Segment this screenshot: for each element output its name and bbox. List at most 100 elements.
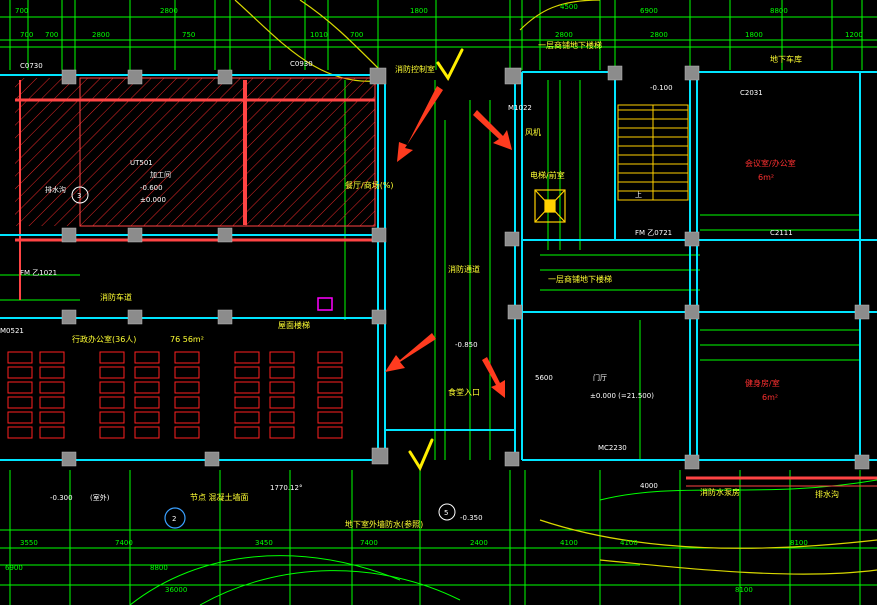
seat-desk — [7, 411, 33, 424]
seat-desk — [134, 411, 160, 424]
seat-desk — [269, 411, 295, 424]
seat-desk — [39, 381, 65, 394]
column-icon — [217, 309, 233, 325]
shop-sub: 加工间 — [150, 170, 171, 179]
room-label: 消防车道 — [100, 292, 132, 302]
column-icon — [684, 454, 700, 470]
axis-bubble — [71, 186, 89, 204]
shop-code: UT501 — [130, 159, 153, 167]
window-label: C0930 — [290, 60, 313, 68]
axis-number: 2 — [172, 515, 176, 523]
column-icon — [371, 447, 389, 465]
room-label: 一层商铺地下楼梯 — [538, 40, 602, 50]
room-label: 电梯/前室 — [530, 170, 565, 180]
seat-desk — [317, 351, 343, 364]
column-icon — [854, 454, 870, 470]
column-icon — [61, 69, 77, 85]
seat-desk — [234, 396, 260, 409]
arrow-red-icon — [385, 86, 512, 398]
seat-desk — [174, 396, 200, 409]
column-icon — [127, 69, 143, 85]
top-dim-2: 2800 — [160, 7, 178, 15]
column-icon — [507, 304, 523, 320]
seat-desk — [134, 426, 160, 439]
columns — [61, 65, 870, 470]
top-dim-7: 700 — [20, 31, 33, 39]
pump-label: 排水沟 — [45, 185, 66, 194]
column-icon — [217, 227, 233, 243]
seat-desk — [99, 396, 125, 409]
bottom-dim: 8100 — [790, 539, 808, 547]
room-label: 食堂入口 — [448, 387, 480, 397]
stair-note: 上 — [635, 190, 642, 199]
column-icon — [61, 309, 77, 325]
elevation-label: -0.350 — [460, 514, 483, 522]
seat-desk — [269, 396, 295, 409]
seat-desk — [39, 366, 65, 379]
top-dim-9: 2800 — [92, 31, 110, 39]
seat-desk — [134, 381, 160, 394]
elevation-label: ±0.000 — [140, 196, 166, 204]
room-area: 6m² — [758, 173, 774, 182]
top-dim-3: 1800 — [410, 7, 428, 15]
seat-desk — [174, 411, 200, 424]
seat-desk — [99, 366, 125, 379]
seat-desk — [7, 381, 33, 394]
column-icon — [854, 304, 870, 320]
top-dim-4: 4500 — [560, 3, 578, 11]
seat-desk — [134, 366, 160, 379]
door-label: M0521 — [0, 327, 24, 335]
seat-desk — [174, 381, 200, 394]
elevation-label: -0.300 — [50, 494, 73, 502]
room-label: 76 56m² — [170, 335, 204, 344]
seat-desk — [39, 426, 65, 439]
seat-desk — [269, 381, 295, 394]
column-icon — [217, 69, 233, 85]
top-dim-16: 1200 — [845, 31, 863, 39]
top-dim-14: 2800 — [650, 31, 668, 39]
room-label: 屋面楼梯 — [278, 320, 310, 330]
top-dim-13: 2800 — [555, 31, 573, 39]
column-icon — [61, 227, 77, 243]
column-icon — [504, 231, 520, 247]
seat-desk — [269, 426, 295, 439]
seat-desk — [7, 366, 33, 379]
elevation-label: -0.100 — [650, 84, 673, 92]
elevator-icon — [534, 189, 566, 223]
room-label: 消防控制室 — [395, 64, 435, 74]
seat-desk — [317, 381, 343, 394]
column-icon — [204, 451, 220, 467]
seat-desk — [269, 366, 295, 379]
column-icon — [504, 451, 520, 467]
elevation-label: -0.600 — [140, 184, 163, 192]
column-icon — [684, 304, 700, 320]
bottom-dim: 36000 — [165, 586, 187, 594]
lobby-label: 门厅 — [593, 373, 607, 382]
window-label: C2031 — [740, 89, 763, 97]
seat-desk — [39, 396, 65, 409]
seat-desk — [7, 351, 33, 364]
area-label: (室外) — [90, 493, 110, 502]
room-label: 健身房/室 — [745, 378, 780, 388]
room-label: 行政办公室(36人) — [72, 334, 136, 344]
seat-desk — [39, 351, 65, 364]
seat-desk — [7, 426, 33, 439]
room-label: 会议室/办公室 — [745, 158, 796, 168]
seat-desk — [317, 426, 343, 439]
seat-desk — [99, 381, 125, 394]
top-dim-10: 750 — [182, 31, 195, 39]
seat-desk — [134, 396, 160, 409]
window-label: C0730 — [20, 62, 43, 70]
axis-number: 5 — [444, 509, 448, 517]
room-label: 消防水泵房 — [700, 487, 740, 497]
room-label: 节点 混凝土墙面 — [190, 492, 249, 502]
bottom-dim: 2400 — [470, 539, 488, 547]
seat-desk — [99, 426, 125, 439]
room-label: 地下室外墙防水(参照) — [345, 519, 423, 529]
door-label: MC2230 — [598, 444, 627, 452]
reading-room-seats — [7, 351, 343, 439]
bottom-dim: 4100 — [560, 539, 578, 547]
stair-treads — [618, 109, 688, 192]
